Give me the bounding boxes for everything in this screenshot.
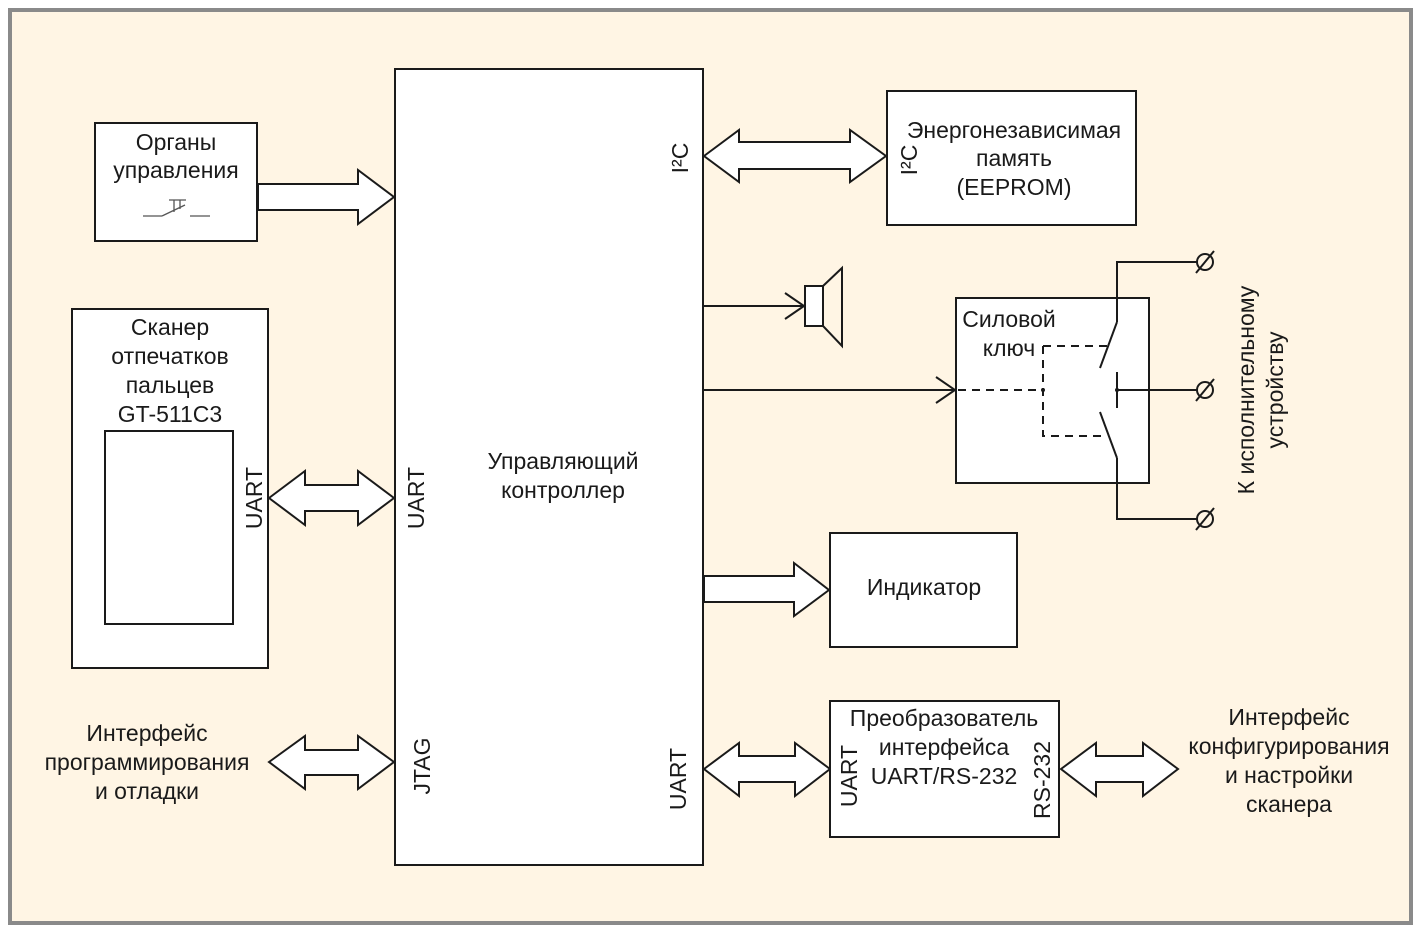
terminal-icon — [1195, 378, 1215, 402]
converter-label-line1: Преобразователь — [850, 705, 1038, 731]
eeprom-label-line1: Энергонезависимая — [907, 117, 1121, 143]
controller-label-line2: контроллер — [501, 477, 625, 503]
actuator-label-line2: устройству — [1262, 331, 1288, 448]
controls-box — [94, 122, 258, 242]
eeprom-block: Энергонезависимая память (EEPROM) I²C — [886, 90, 1137, 226]
programming-interface-label: Интерфейс программирования и отладки — [45, 720, 250, 804]
configuration-interface-label: Интерфейс конфигурирования и настройки с… — [1188, 704, 1389, 817]
configuration-label-line3: и настройки — [1225, 762, 1353, 788]
eeprom-box — [886, 90, 1137, 226]
actuator-label: К исполнительному устройству — [1233, 285, 1288, 494]
speaker-icon — [804, 265, 843, 349]
controller-box — [394, 68, 704, 866]
eeprom-port-i2c: I²C — [896, 145, 922, 176]
scanner-label-line2: отпечатков — [111, 343, 228, 369]
terminal-icon — [1195, 507, 1215, 531]
controller-port-uart-right: UART — [665, 748, 691, 810]
controller-port-uart-left: UART — [403, 467, 429, 529]
scanner-block: Сканер отпечатков пальцев GT-511C3 UART — [71, 308, 269, 669]
programming-label-line2: программирования — [45, 749, 250, 775]
controls-label-line2: управления — [113, 157, 238, 183]
rs232-bus-arrow — [1059, 741, 1180, 799]
controls-block: Органы управления — [94, 122, 258, 242]
actuator-terminals — [1116, 250, 1215, 531]
scanner-label-line1: Сканер — [131, 314, 209, 340]
controller-port-i2c: I²C — [667, 143, 693, 174]
indicator-label: Индикатор — [867, 574, 981, 600]
scanner-label-line4: GT-511C3 — [118, 401, 222, 427]
scanner-label-line3: пальцев — [126, 372, 215, 398]
eeprom-label-line2: память — [976, 145, 1052, 171]
converter-port-rs232: RS-232 — [1029, 741, 1055, 819]
controller-port-jtag: JTAG — [409, 737, 435, 794]
actuator-label-line1: К исполнительному — [1233, 285, 1259, 494]
configuration-label-line1: Интерфейс — [1228, 704, 1349, 730]
programming-label-line3: и отладки — [95, 778, 199, 804]
configuration-label-line2: конфигурирования — [1188, 733, 1389, 759]
power-switch-label-line1: Силовой — [962, 306, 1056, 332]
indicator-block: Индикатор — [829, 532, 1018, 648]
indicator-bus-arrow — [703, 560, 831, 618]
converter-label-line2: интерфейса — [879, 734, 1009, 760]
converter-port-uart: UART — [836, 745, 862, 807]
eeprom-label-line3: (EEPROM) — [957, 174, 1072, 200]
power-switch-block: Силовой ключ — [955, 297, 1150, 484]
converter-label-line3: UART/RS-232 — [871, 763, 1018, 789]
scanner-sensor-window — [104, 430, 234, 625]
controller-block: Управляющий контроллер I²C UART JTAG UAR… — [394, 68, 704, 866]
terminal-icon — [1195, 250, 1215, 274]
configuration-label-line4: сканера — [1246, 791, 1332, 817]
controls-label-line1: Органы — [136, 129, 217, 155]
controller-label-line1: Управляющий — [487, 448, 638, 474]
power-switch-label-line2: ключ — [983, 335, 1035, 361]
converter-block: Преобразователь интерфейса UART/RS-232 U… — [829, 700, 1060, 838]
controls-bus-arrow — [257, 168, 396, 226]
programming-label-line1: Интерфейс — [86, 720, 207, 746]
indicator-box — [829, 532, 1018, 648]
converter-box — [829, 700, 1060, 838]
pushbutton-switch-icon — [143, 199, 210, 217]
scanner-port-uart: UART — [241, 467, 267, 529]
